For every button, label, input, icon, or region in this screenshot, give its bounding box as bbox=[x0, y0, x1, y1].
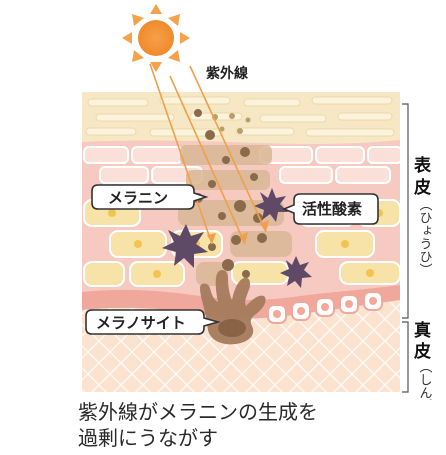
callout-melanocyte: メラノサイト bbox=[85, 309, 221, 335]
active-oxygen-star bbox=[280, 256, 312, 288]
epidermis-cells-pink bbox=[83, 146, 400, 184]
caption-line-2: 過剰にうながす bbox=[78, 426, 218, 450]
callout-melanin: メラニン bbox=[91, 184, 209, 210]
epidermis-label-char-2: 皮 bbox=[414, 177, 431, 198]
uv-label: 紫外線 bbox=[206, 65, 248, 82]
caption-line-1: 紫外線がメラニンの生成を bbox=[78, 400, 318, 424]
skin-cross-section-diagram: 紫外線 メラニン 活性酸素 メラノサイト 表 皮 （ひょうひ） 真 皮 （しんぴ… bbox=[82, 4, 433, 400]
diagram-caption: 紫外線がメラニンの生成を 過剰にうながす bbox=[78, 399, 438, 451]
dermis-bracket bbox=[402, 321, 409, 393]
sun-icon bbox=[122, 4, 190, 72]
callout-active-oxygen-label: 活性酸素 bbox=[302, 200, 362, 218]
dermis-label-char-1: 真 bbox=[414, 320, 431, 341]
epidermis-reading: （ひょうひ） bbox=[417, 198, 433, 276]
callout-active-oxygen: 活性酸素 bbox=[281, 193, 379, 225]
callout-melanocyte-label: メラノサイト bbox=[96, 314, 186, 332]
active-oxygen-particles bbox=[162, 188, 312, 288]
horny-layer-flakes bbox=[85, 96, 395, 137]
epidermis-bracket bbox=[402, 103, 409, 319]
uv-ray bbox=[189, 65, 267, 233]
callout-melanin-label: メラニン bbox=[108, 189, 168, 207]
basal-cell-nuclei bbox=[273, 297, 377, 318]
skin-layers bbox=[82, 92, 400, 392]
stratum-corneum-dots bbox=[212, 113, 251, 134]
uv-rays bbox=[149, 63, 269, 245]
dermis-reading: （しんぴ） bbox=[417, 360, 433, 400]
active-oxygen-star bbox=[162, 224, 208, 268]
uv-ray bbox=[169, 75, 246, 245]
active-oxygen-star bbox=[254, 188, 288, 222]
dermis-label-char-2: 皮 bbox=[414, 341, 431, 362]
epidermis-label-char-1: 表 bbox=[414, 155, 432, 176]
uv-ray bbox=[149, 63, 213, 245]
melanocyte-cell bbox=[200, 270, 266, 345]
